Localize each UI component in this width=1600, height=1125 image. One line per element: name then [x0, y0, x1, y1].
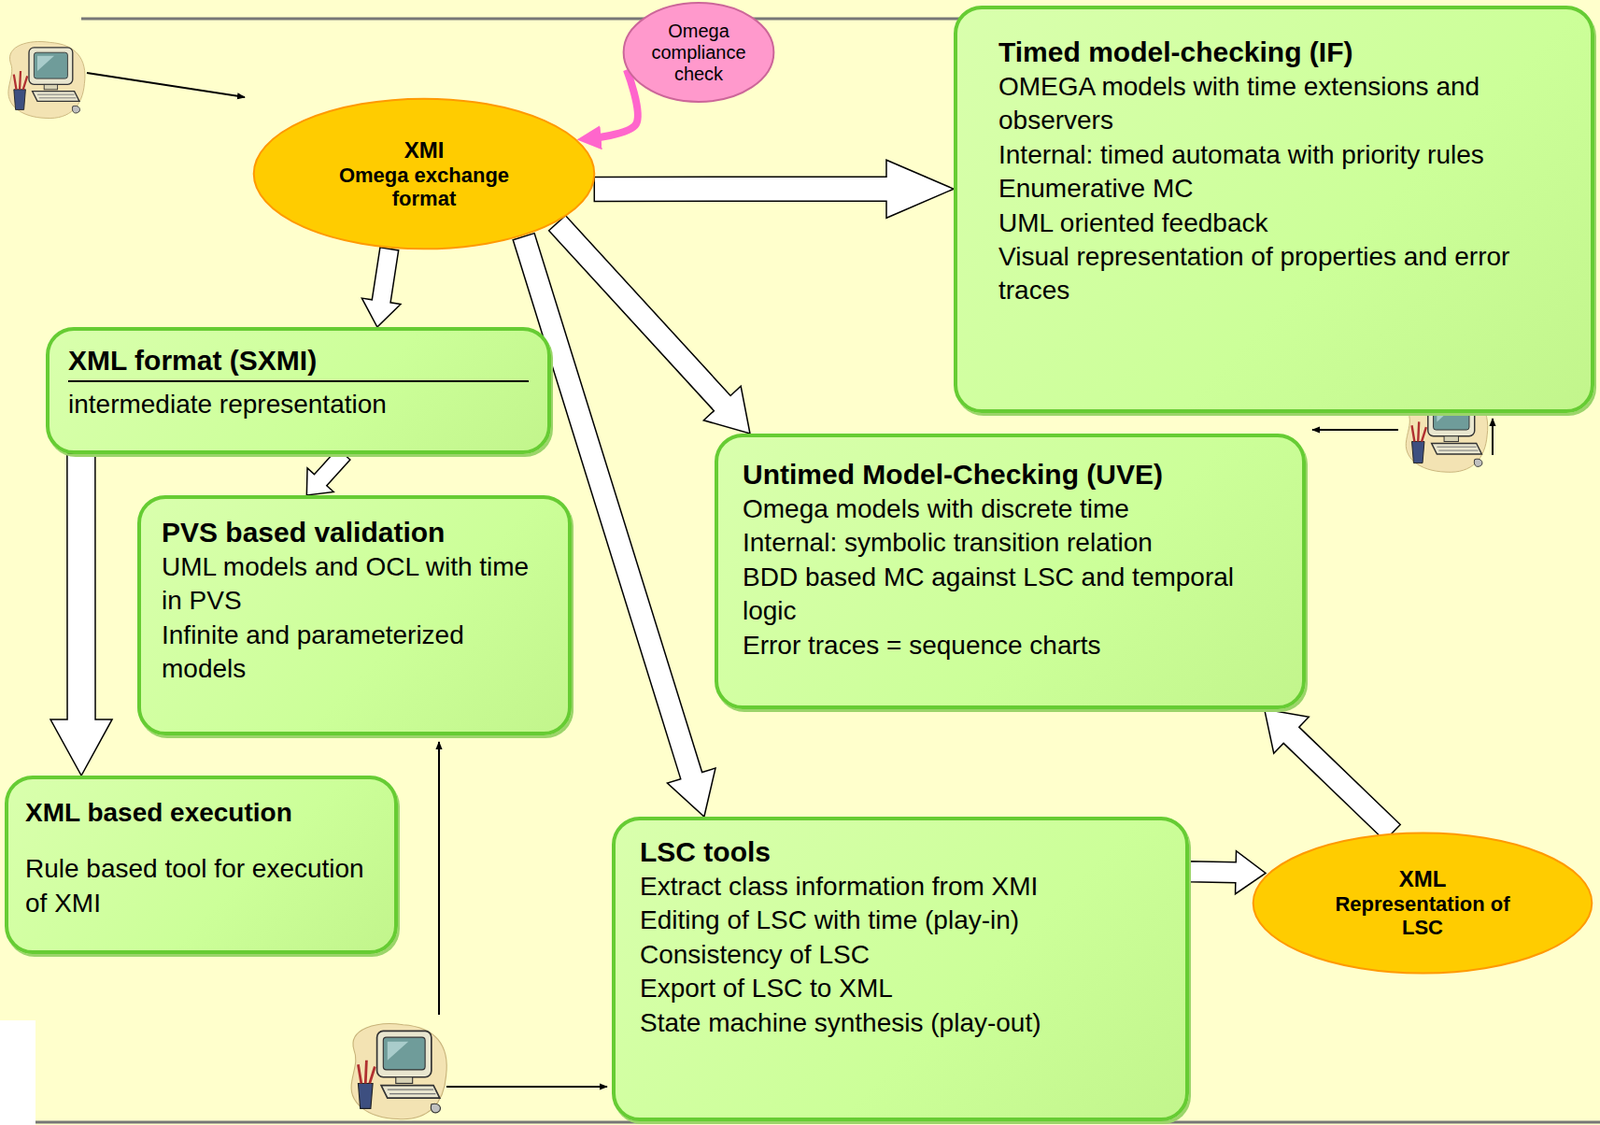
box-text: OMEGA models with time extensions and ob…	[998, 70, 1572, 139]
exchange-format-ellipse: XMIOmega exchange format	[250, 97, 598, 251]
user-arrow	[438, 741, 440, 1015]
box-heading: LSC tools	[639, 833, 1162, 870]
user-arrow	[1491, 418, 1494, 455]
box-text: Export of LSC to XML	[639, 971, 1162, 1006]
box-text: Visual representation of properties and …	[998, 240, 1572, 309]
box-text: State machine synthesis (play-out)	[639, 1005, 1162, 1040]
box-text: Consistency of LSC	[639, 937, 1162, 972]
compliance-ellipse: Omega compliance check	[622, 1, 776, 103]
block-arrow	[1189, 850, 1266, 894]
box-text: Rule based tool for execution of XMI	[25, 851, 378, 921]
box-heading: Timed model-checking (IF)	[998, 33, 1572, 71]
block-arrow	[50, 453, 113, 776]
box-text: Extract class information from XMI	[639, 869, 1162, 904]
tool-box: LSC toolsExtract class information from …	[611, 816, 1190, 1121]
tool-box: XML based executionRule based tool for e…	[4, 775, 398, 954]
lsc-xml-ellipse: XMLRepresentation of LSC	[1249, 831, 1596, 975]
corner-patch	[0, 1019, 36, 1125]
box-heading: XML based execution	[25, 795, 378, 830]
compliance-loop-arrow	[589, 69, 638, 139]
box-text: Omega models with discrete time	[742, 492, 1278, 526]
computer-icon	[351, 1023, 447, 1119]
frame-rule	[81, 17, 972, 21]
box-text: Infinite and parameterized models	[161, 618, 548, 687]
box-text: Representation of LSC	[1315, 892, 1530, 940]
box-text: Omega compliance check	[637, 20, 760, 85]
box-text: Error traces = sequence charts	[742, 628, 1278, 663]
box-text: XML	[1399, 865, 1447, 893]
box-text: Omega exchange format	[311, 163, 537, 212]
tool-box: PVS based validationUML models and OCL w…	[137, 495, 572, 736]
box-text: UML oriented feedback	[998, 206, 1572, 241]
box-heading: Untimed Model-Checking (UVE)	[742, 455, 1278, 493]
tool-box: Untimed Model-Checking (UVE)Omega models…	[714, 433, 1306, 709]
box-text: Internal: symbolic transition relation	[742, 525, 1278, 560]
block-arrow	[1264, 708, 1402, 841]
box-text: Editing of LSC with time (play-in)	[639, 903, 1162, 937]
tool-box: Timed model-checking (IF)OMEGA models wi…	[953, 5, 1595, 413]
block-arrow	[361, 247, 401, 327]
block-arrow	[594, 159, 954, 218]
box-text: Internal: timed automata with priority r…	[998, 138, 1572, 172]
box-text: Enumerative MC	[998, 171, 1572, 206]
box-heading: XML format (SXMI)	[68, 341, 529, 383]
user-arrow	[446, 1085, 608, 1088]
block-arrow	[306, 448, 351, 496]
user-arrow	[86, 72, 245, 98]
box-text: XMI	[404, 137, 445, 164]
computer-icon	[8, 42, 85, 119]
user-arrow	[1312, 428, 1399, 431]
box-text: UML models and OCL with time in PVS	[161, 550, 548, 619]
box-text: BDD based MC against LSC and temporal lo…	[742, 560, 1278, 629]
box-text: intermediate representation	[68, 387, 529, 422]
tool-box: XML format (SXMI) intermediate representa…	[45, 326, 552, 454]
box-heading: PVS based validation	[161, 513, 548, 551]
